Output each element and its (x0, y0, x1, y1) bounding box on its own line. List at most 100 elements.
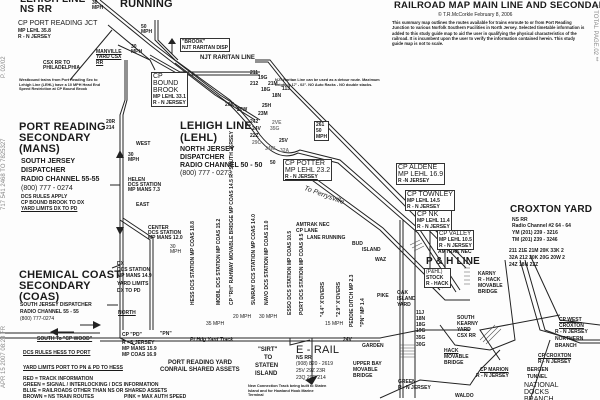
track-num: 34W (265, 146, 276, 152)
ph-line-box: (P&HL) STOCK R - HACK (424, 268, 451, 288)
croxton-tracks3: 24Z 18N 22Z (509, 262, 539, 268)
track-num: 212 (250, 81, 259, 87)
croxton-tm: TM (201) 239 - 3246 (512, 237, 558, 243)
center-speed: 30 MPH (170, 244, 182, 256)
station-esso: ESSO DCS STATION MP COAS 10.5 (287, 230, 293, 315)
raritan-detour-note: NJT Raritan Line can be used as a detour… (275, 78, 380, 87)
cp-marion-l1: CP MARION (480, 367, 509, 373)
karny-l1: KARNY (478, 271, 496, 277)
brook-dispatcher-box: "BROOK" NJT RARITAN DISP (180, 38, 231, 52)
track-num: 29C (252, 140, 262, 146)
track-num: 23M (258, 111, 268, 117)
cp-pd-l4: MP COAS 16.9 (122, 352, 157, 358)
erail-ns: NS RR (296, 355, 312, 361)
cp-croxton-l2: R - N JERSEY (538, 359, 571, 365)
lehigh-line-abbr: (LEHL) (180, 132, 218, 144)
sign-261-id: 261 (316, 122, 325, 128)
amtrak-nec-label: AMTRAK NEC (438, 249, 472, 255)
cp-nk-name: CP NK (417, 211, 439, 218)
track-num: 32A (280, 148, 290, 154)
fax-phone-line: 717 541 2468 TO 7825327 (1, 138, 7, 210)
station-mobil: MOBIL DCS STATION MP COAS 15.2 (216, 218, 222, 305)
amtrak-cp-lane-l2: CP LANE (296, 228, 318, 234)
oak-track: 19G (416, 328, 426, 334)
north-label: NORTH (118, 310, 136, 316)
speed-sign-261: 261 50 MPH (314, 121, 330, 141)
port-reading-secondary-title1: PORT READING (19, 121, 106, 133)
cp-nk-mp: MP LEHL 11.4 (417, 218, 450, 224)
dx-l2: DCS STATION (117, 267, 151, 273)
legend-brown: BROWN = NS TRAIN ROUTES (23, 394, 94, 400)
cp-aldene-owner: R -N JERSEY (398, 178, 430, 184)
south-kearny-l2: KEARNY (457, 321, 479, 327)
ph-abbr: (P&HL) (426, 269, 443, 275)
coas-phone: (800) 777-0274 (20, 316, 55, 322)
cp-townley-name: CP TOWNLEY (407, 191, 453, 198)
port-reading-secondary-title3: (MANS) (19, 143, 60, 155)
speed-50: 50 MPH (141, 24, 153, 36)
lehigh-line-ns-label: LEHIGH LINE (20, 0, 86, 6)
cp-valley-name: CP VALLEY (439, 231, 472, 237)
helen-l2: DCS STATION (128, 182, 162, 188)
track-num: 35G (270, 126, 280, 132)
track-num: 19G (258, 75, 268, 81)
center-l2: DCS STATION (148, 230, 182, 236)
station-rh-rahway-bridge: CP "RH" RAHWAY MOVABLE BRIDGE MP COAS 14… (229, 131, 235, 305)
cp-valley-owner: R - N JERSEY (439, 243, 472, 249)
oak-track: 35G (416, 335, 426, 341)
dx-l1: DX (117, 261, 124, 267)
upper-bay-l1: UPPER BAY (353, 361, 382, 367)
center-l3: MP MANS 12.0 (148, 235, 183, 241)
cp-pd-l3: MP MANS 15.9 (122, 346, 157, 352)
fax-date-line: APR 15 2007 08:28 FR (1, 325, 7, 388)
northern-branch-l1: NORTHERN (555, 336, 584, 342)
legend-red: RED = TRACK INFORMATION (23, 376, 94, 382)
east-label: EAST (136, 202, 150, 208)
chemical-coast-title2: SECONDARY (19, 280, 91, 292)
cp-townley-box: CP TOWNLEY MP LEHL 14.5 R - N JERSEY (405, 190, 455, 211)
oak-island-l3: YARD (397, 302, 411, 308)
erail-tracks1: 25V 29Z 23R (296, 368, 326, 374)
port-reading-yard: PORT READING YARD (168, 360, 233, 366)
dx-l3: MP MANS 14.9 (117, 273, 152, 279)
cp-bound-brook-mp: MP LEHL 33.1 (153, 94, 186, 100)
oak-track: 18G (416, 322, 426, 328)
cp-croxton-l1: CP CROXTON (538, 353, 572, 359)
station-sunray: SUNRAY DCS STATION MP COAS 14.0 (251, 214, 257, 305)
oak-track: 11J (416, 310, 425, 316)
chemical-coast-title1: CHEMICAL COAST (19, 269, 122, 281)
cp-marion-l2: R - N JERSEY (476, 373, 509, 379)
sirt-l1: "SIRT" (258, 347, 278, 353)
bergen-l2: TUNNEL (527, 374, 548, 380)
erail-phone: (908) 820 - 2619 (296, 361, 333, 367)
center-l1: CENTER (148, 225, 169, 231)
prs-rules-range: CP BOUND BROOK TO DX (21, 200, 85, 206)
track-num: 20K (225, 102, 235, 108)
speed-20: 20 MPH (233, 314, 252, 320)
lehigh-radio: RADIO CHANNEL 50 - 50 (180, 162, 263, 169)
croxton-radio: Radio Channel #2 64 - 64 (512, 223, 571, 229)
national-docks-l1: NATIONAL (524, 382, 559, 389)
track-num: 22Z (250, 133, 259, 139)
port-reading-secondary-title2: SECONDARY (19, 132, 91, 144)
track-num: 25V (279, 138, 288, 144)
track-num: 24V (252, 126, 261, 132)
cp-valley-box: CP VALLEY MP LEHL 10.5 R - N JERSEY (437, 230, 474, 250)
pn-label: "PN" (160, 331, 172, 337)
lehigh-phone: (800) 777 - 0273 (180, 170, 232, 177)
croxton-tracks2: 32A 212 20K 20G 20W 2 (509, 255, 565, 261)
dx-l4: YARD LIMITS (117, 281, 149, 287)
south-kearny-l1: SOUTH (457, 315, 475, 321)
fax-total-pages: ** TOTAL PAGE.02 ** (592, 4, 598, 62)
national-docks-l3: BRANCH (524, 396, 554, 400)
map-description: This summary map outlines the routes ava… (392, 20, 585, 46)
conrail-shared-assets: CONRAIL SHARED ASSETS (160, 367, 240, 373)
cp-aldene-name: CP ALDENE (398, 164, 438, 171)
lane-running: LANE RUNNING (307, 235, 346, 241)
dcs-rules-hess: DCS RULES HESS TO PORT (23, 350, 91, 356)
karny-l4: BRIDGE (478, 289, 498, 295)
croxton-tracks1: 211 21E 21M 20K 33K 2 (509, 248, 564, 254)
cp-potter-box: CP POTTER MP LEHL 23.2 R - N JERSEY (283, 159, 333, 181)
prs-radio: RADIO CHANNEL 55-55 (21, 176, 100, 183)
